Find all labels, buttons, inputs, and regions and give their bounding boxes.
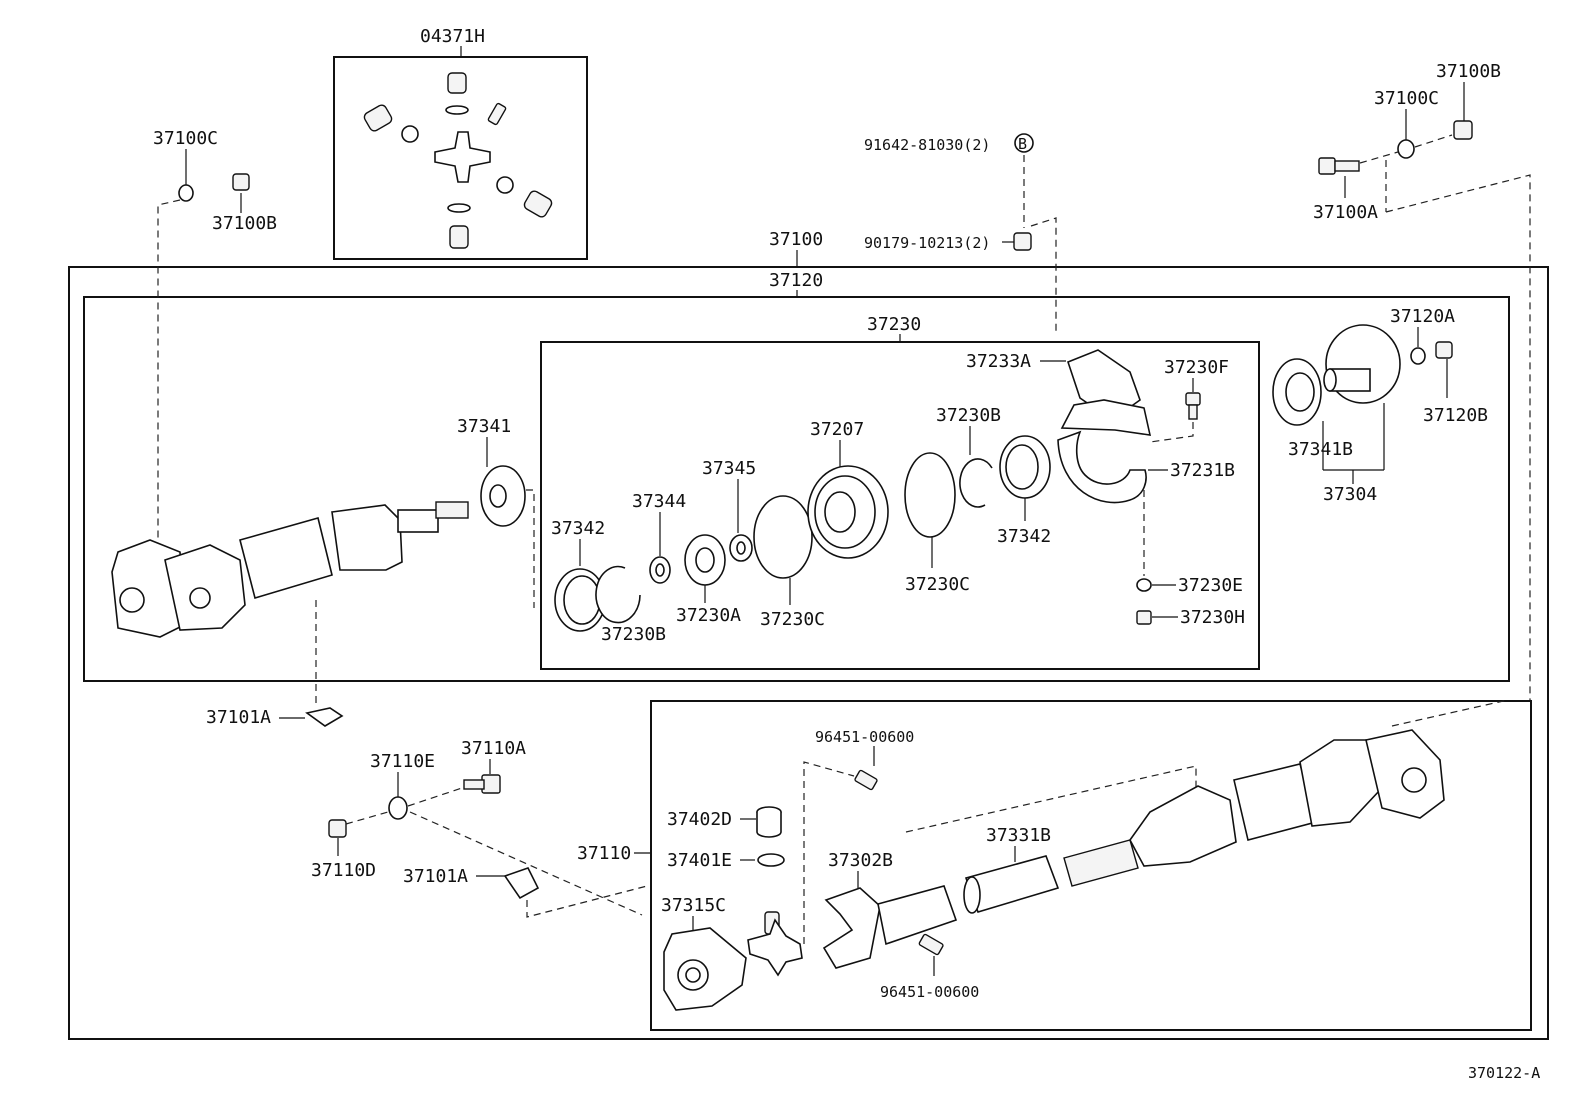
label-37342-a: 37342 <box>551 518 605 539</box>
label-37230F: 37230F <box>1164 357 1229 378</box>
boot-37331B <box>963 855 1060 914</box>
label-37230A: 37230A <box>676 605 741 626</box>
bearing-label: 37230 <box>867 314 921 335</box>
kit-parts <box>363 72 553 249</box>
label-37302B: 37302B <box>828 850 893 871</box>
label-37120A: 37120A <box>1390 306 1455 327</box>
nut-37120B <box>1435 341 1453 359</box>
label-96451-top: 96451-00600 <box>815 728 914 746</box>
label-37207: 37207 <box>810 419 864 440</box>
bracket-37233A <box>1060 349 1152 436</box>
label-37402D: 37402D <box>667 809 732 830</box>
label-37344: 37344 <box>632 491 686 512</box>
label-37100B-right: 37100B <box>1436 61 1501 82</box>
label-37230B-a: 37230B <box>601 624 666 645</box>
label-37401E: 37401E <box>667 850 732 871</box>
bolt-37230F <box>1185 392 1201 420</box>
label-91642: 91642-81030(2) <box>864 136 990 154</box>
label-37100C-left: 37100C <box>153 128 218 149</box>
shaft-label: 37120 <box>769 270 823 291</box>
washer-37230E <box>1136 578 1152 592</box>
bracket-37231B <box>1057 430 1147 504</box>
nut-37100B-right <box>1453 120 1473 140</box>
label-37230E: 37230E <box>1178 575 1243 596</box>
assembly-frame <box>68 266 1549 1040</box>
label-37101A-b: 37101A <box>403 866 468 887</box>
label-37341B: 37341B <box>1288 439 1353 460</box>
label-37100A: 37100A <box>1313 202 1378 223</box>
rear-shaft <box>1063 729 1445 887</box>
label-37331B: 37331B <box>986 825 1051 846</box>
circle-mark <box>1014 133 1034 153</box>
dust-cover-37230C-b <box>904 452 956 538</box>
washer-37100C-right <box>1397 139 1415 159</box>
clip-37101A-b <box>503 867 540 900</box>
label-37233A: 37233A <box>966 351 1031 372</box>
label-37100C-right: 37100C <box>1374 88 1439 109</box>
circle-mark-letter: B <box>1018 135 1027 153</box>
label-37230H: 37230H <box>1180 607 1245 628</box>
bolt-37100A <box>1318 157 1360 175</box>
grease-fitting-bottom <box>918 933 944 956</box>
snap-ring-37230B-a <box>595 565 641 624</box>
snap-ring-37230B-b <box>959 458 993 508</box>
rear-shaft-frame <box>650 700 1532 1031</box>
snap-ring-37401E <box>757 853 785 867</box>
label-37120B: 37120B <box>1423 405 1488 426</box>
front-shaft <box>111 501 469 638</box>
yoke-37302B <box>822 885 958 969</box>
label-37230C-a: 37230C <box>760 609 825 630</box>
kit-label: 04371H <box>420 26 485 47</box>
label-37110D: 37110D <box>311 860 376 881</box>
label-37345: 37345 <box>702 458 756 479</box>
diagram-code: 370122-A <box>1468 1064 1540 1082</box>
washer-37120A <box>1410 347 1426 365</box>
spider-37302 <box>747 911 803 977</box>
grease-fitting-top <box>854 769 878 791</box>
nut-37100B-left <box>232 173 250 191</box>
label-37341: 37341 <box>457 416 511 437</box>
flange-37315C <box>663 927 747 1011</box>
washer-37110E <box>388 796 408 820</box>
label-37110: 37110 <box>577 843 631 864</box>
label-37230B-b: 37230B <box>936 405 1001 426</box>
label-37110E: 37110E <box>370 751 435 772</box>
nut-37110D <box>328 819 347 838</box>
label-37110A: 37110A <box>461 738 526 759</box>
dust-cover-37230C-a <box>753 495 813 579</box>
flange-yoke-37304 <box>1323 324 1401 404</box>
label-37342-b: 37342 <box>997 526 1051 547</box>
label-37315C: 37315C <box>661 895 726 916</box>
cap-37402D <box>756 806 782 838</box>
bolt-90179 <box>1013 232 1032 251</box>
label-37304: 37304 <box>1323 484 1377 505</box>
nut-37230H <box>1136 610 1152 625</box>
washer-37100C-left <box>178 184 194 202</box>
label-37101A-a: 37101A <box>206 707 271 728</box>
label-90179: 90179-10213(2) <box>864 234 990 252</box>
label-37231B: 37231B <box>1170 460 1235 481</box>
label-37230C-b: 37230C <box>905 574 970 595</box>
label-37100B-left: 37100B <box>212 213 277 234</box>
assembly-label: 37100 <box>769 229 823 250</box>
clip-37101A-a <box>305 707 344 727</box>
label-96451-bottom: 96451-00600 <box>880 983 979 1001</box>
bolt-37110A <box>463 774 501 794</box>
